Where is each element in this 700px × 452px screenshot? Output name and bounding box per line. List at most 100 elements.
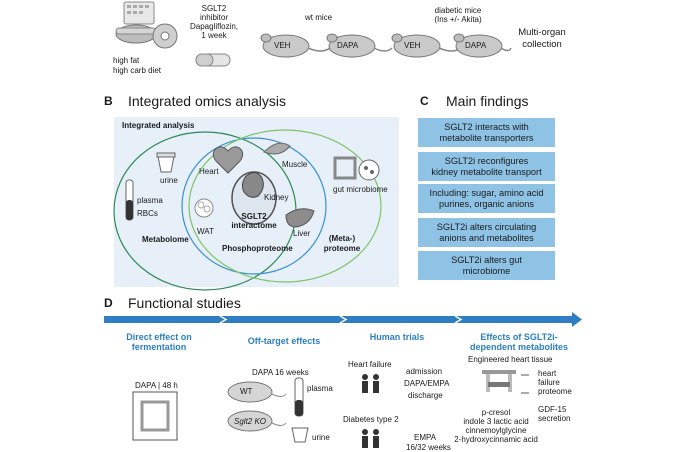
finding-3-line-1: Including: sugar, amino acid (429, 187, 544, 198)
mouse-icon-2 (326, 33, 393, 58)
discharge-label: discharge (408, 391, 443, 400)
urine-label-d: urine (312, 433, 330, 442)
liver-label: Liver (293, 229, 311, 238)
metaproteome-label-1: (Meta-) (328, 234, 356, 243)
kidney-icon (241, 172, 264, 198)
finding-2-line-2: kidney metabolite transport (431, 166, 542, 177)
col4-title-2: dependent metabolites (469, 342, 568, 352)
collection-label-1: Multi-organ (518, 27, 566, 38)
heart-failure-label: Heart failure (348, 360, 392, 369)
mouse-label-veh-1: VEH (274, 41, 291, 50)
wt-label: WT (240, 387, 253, 396)
wt-mice-title: wt mice (305, 13, 333, 22)
admission-label: admission (406, 367, 443, 376)
engineered-tissue-label: Engineered heart tissue (468, 355, 553, 364)
out1-line-1: heart (538, 369, 557, 378)
dapa-16weeks-label: DAPA 16 weeks (252, 368, 309, 377)
phosphoproteome-circle (181, 137, 327, 275)
mouse-label-dapa-2: DAPA (465, 41, 487, 50)
metabolite-4: 2-hydroxycinnamic acid (454, 435, 538, 444)
interactome-label-1: SGLT2 (241, 212, 267, 221)
ko-label: Sglt2 KO (234, 417, 267, 426)
wat-icon (194, 198, 214, 218)
out1-line-3: proteome (538, 387, 572, 396)
diet-label-2: high carb diet (113, 66, 162, 75)
metaproteome-circle (188, 129, 382, 283)
fermentation-gut-icon (132, 391, 178, 441)
urine-label: urine (160, 176, 178, 185)
wt-mouse-icon (227, 381, 287, 403)
blood-tube-icon (125, 179, 134, 221)
liver-icon (285, 208, 315, 228)
col1-title-2: fermentation (131, 342, 187, 352)
collection-label-2: collection (522, 39, 562, 50)
heart-icon (212, 146, 244, 174)
gut-icon (333, 156, 380, 181)
pill-icon (195, 53, 231, 67)
empa-label: EMPA (414, 433, 437, 442)
metaproteome-label-2: proteome (323, 244, 361, 253)
drug-label-3: Dapagliflozin, (189, 22, 239, 31)
col4-title-1: Effects of SGLT2i- (480, 332, 558, 342)
col1-title-1: Direct effect on (126, 332, 192, 342)
mouse-label-dapa-1: DAPA (337, 41, 359, 50)
panel-d-letter: D (104, 296, 113, 310)
phosphoproteome-label: Phosphoproteome (222, 244, 293, 253)
drug-label-1: SGLT2 (201, 4, 227, 13)
drug-label-4: 1 week (201, 31, 227, 40)
mouse-icon-4 (453, 33, 512, 58)
panel-d-title: Functional studies (128, 295, 241, 311)
diet-label-1: high fat (113, 56, 140, 65)
urine-cup-icon (156, 152, 176, 173)
out2-line-1: GDF-15 (538, 405, 567, 414)
finding-4-line-1: SGLT2i alters circulating (436, 221, 537, 232)
timeline-arrow (104, 312, 582, 327)
panel-c-letter: C (420, 94, 429, 108)
plasma-tube-icon (294, 377, 304, 417)
metabolite-1: p-cresol (481, 408, 511, 417)
finding-1-line-1: SGLT2 interacts with (444, 121, 529, 132)
interactome-label-2: interactome (231, 221, 277, 230)
kidney-label: Kidney (264, 193, 289, 202)
col2-title: Off-target effects (247, 336, 321, 346)
finding-3-line-2: purines, organic anions (439, 198, 534, 209)
patients-icon-2 (362, 429, 379, 448)
diabetes-label: Diabetes type 2 (343, 415, 399, 424)
heart-tissue-icon (482, 370, 529, 394)
patients-icon-1 (362, 374, 379, 393)
out1-line-2: failure (538, 378, 560, 387)
gut-microbiome-label: gut microbiome (333, 185, 388, 194)
mouse-icon-1 (260, 33, 331, 58)
weeks-label: 16/32 weeks (406, 443, 451, 452)
mouse-icon-3 (391, 33, 462, 58)
heart-label: Heart (199, 167, 219, 176)
diabetic-mice-title-2: (Ins +/- Akita) (434, 15, 482, 24)
finding-2-line-1: SGLT2i reconfigures (444, 155, 529, 166)
urine-cup-icon-2 (291, 427, 309, 443)
metabolome-label: Metabolome (142, 235, 189, 244)
out2-line-2: secretion (538, 414, 571, 423)
panel-c-title: Main findings (446, 93, 529, 109)
dapa-empa-label: DAPA/EMPA (404, 379, 450, 388)
plasma-label-d: plasma (307, 384, 333, 393)
metabolite-2: indole 3 lactic acid (463, 417, 529, 426)
muscle-label: Muscle (282, 160, 308, 169)
col3-title: Human trials (369, 332, 425, 342)
dapa-48h-label: DAPA | 48 h (135, 381, 178, 390)
wat-label: WAT (197, 227, 214, 236)
diet-icon (115, 1, 178, 49)
metabolite-3: cinnemoylglycine (465, 426, 527, 435)
finding-5-line-2: microbiome (462, 265, 511, 276)
diabetic-mice-title-1: diabetic mice (434, 6, 482, 15)
muscle-icon (263, 142, 291, 155)
integrated-analysis-title: Integrated analysis (122, 121, 195, 130)
mouse-label-veh-2: VEH (404, 41, 421, 50)
panel-b-title: Integrated omics analysis (128, 93, 286, 109)
finding-5-line-1: SGLT2i alters gut (451, 254, 522, 265)
rbcs-label: RBCs (137, 209, 158, 218)
panel-b-letter: B (104, 94, 113, 108)
